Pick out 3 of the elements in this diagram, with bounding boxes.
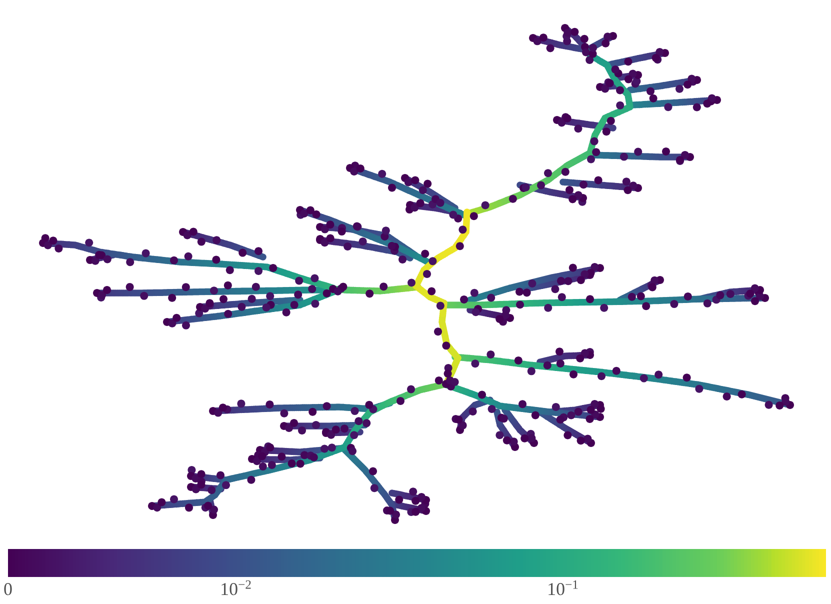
- tick-label: 0: [4, 583, 12, 596]
- tick-label: 10$^{−1}$: [548, 580, 578, 596]
- tick-label: 10$^{−2}$: [222, 580, 251, 596]
